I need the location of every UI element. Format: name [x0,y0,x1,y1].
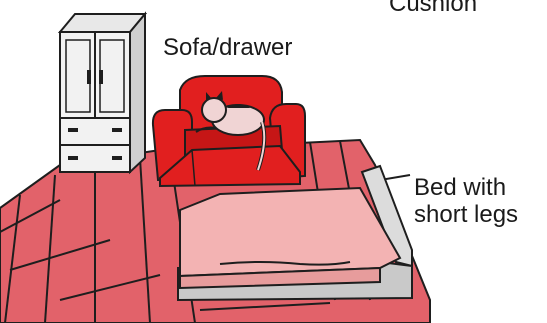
sofa-drawer-label: Sofa/drawer [163,35,292,60]
cushion-label: Cushion [389,0,477,16]
bed-label-line-2: short legs [414,202,518,227]
bed-label-line-1: Bed with [414,175,506,200]
wardrobe-icon [60,14,145,172]
